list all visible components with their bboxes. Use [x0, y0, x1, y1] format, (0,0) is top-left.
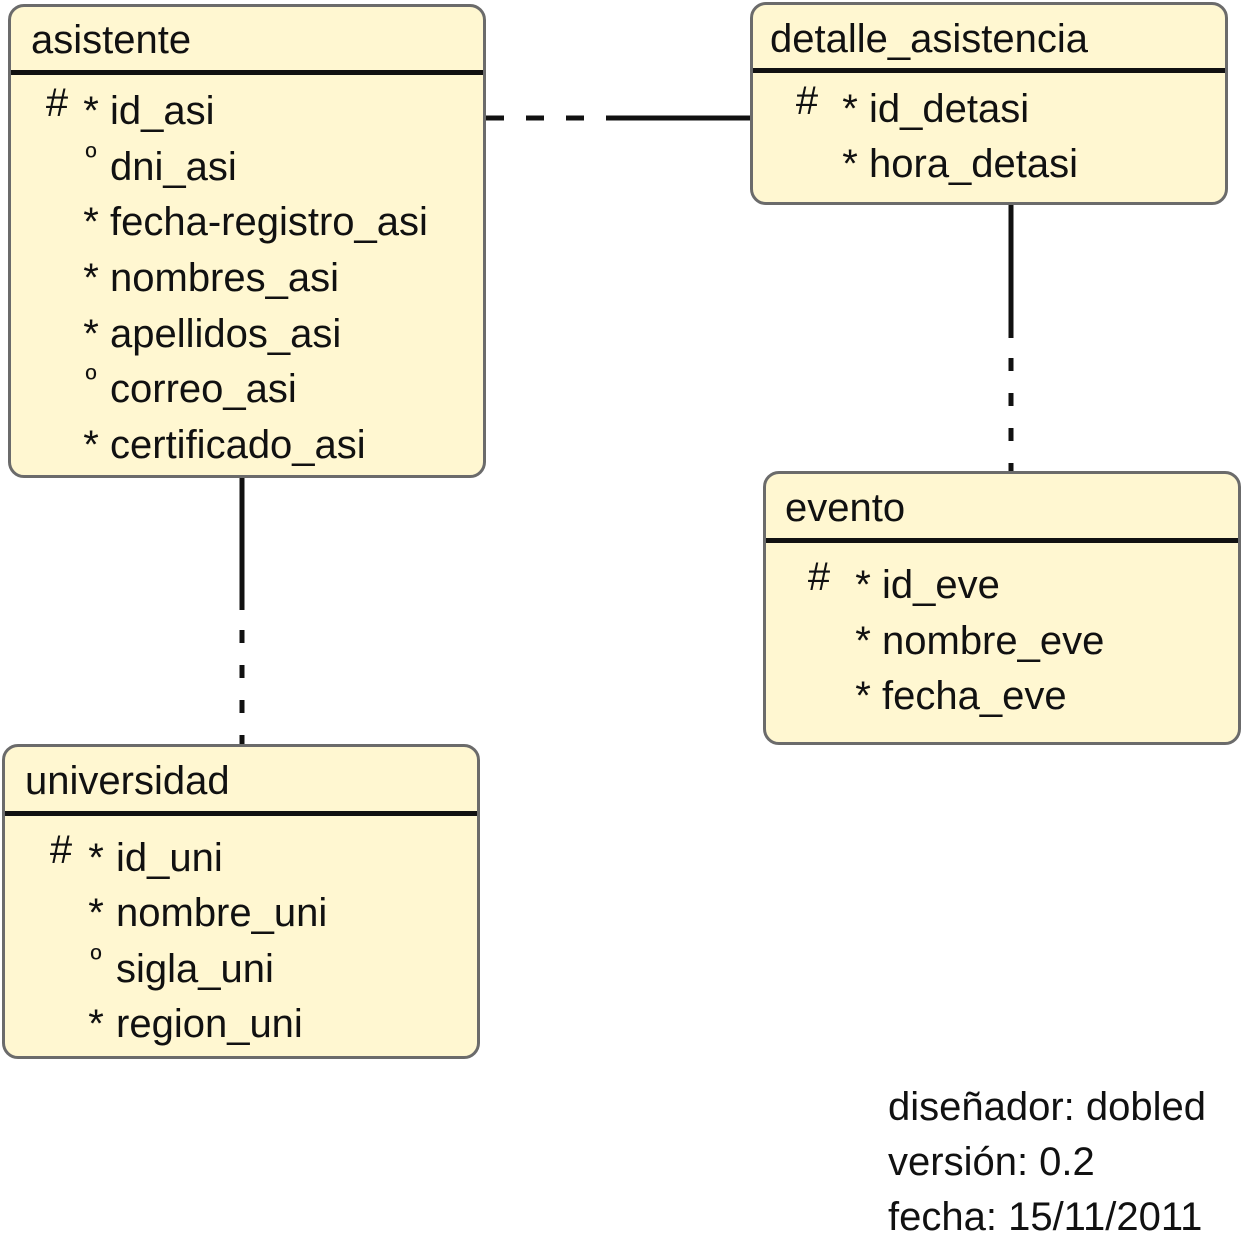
entity-universidad[interactable]: universidad # * id_uni * nombre_uni º si… — [2, 744, 480, 1059]
attribute-name: id_detasi — [869, 87, 1030, 131]
attribute-name: nombre_uni — [116, 891, 328, 935]
primary-key-marker: # — [795, 79, 819, 123]
attribute-name: nombre_eve — [882, 619, 1105, 663]
mandatory-marker: * — [83, 423, 99, 467]
primary-key-marker: # — [807, 555, 831, 599]
mandatory-marker: * — [842, 142, 858, 186]
attribute-name: id_asi — [110, 89, 215, 133]
optional-marker: º — [85, 363, 97, 396]
entity-header: universidad — [5, 747, 477, 816]
attribute-name: correo_asi — [110, 367, 297, 411]
attribute-name: nombres_asi — [110, 256, 340, 300]
mandatory-marker: * — [88, 1002, 104, 1046]
entity-header: asistente — [11, 7, 483, 75]
attribute-name: apellidos_asi — [110, 312, 342, 356]
mandatory-marker: * — [83, 89, 99, 133]
entity-asistente[interactable]: asistente # * id_asi º dni_asi * fecha-r… — [8, 4, 486, 478]
attribute-name: hora_detasi — [869, 142, 1079, 186]
attribute-name: region_uni — [116, 1002, 303, 1046]
mandatory-marker: * — [88, 836, 104, 880]
mandatory-marker: * — [855, 619, 871, 663]
attribute-name: fecha_eve — [882, 674, 1067, 718]
entity-title: asistente — [31, 18, 192, 62]
mandatory-marker: * — [83, 312, 99, 356]
entity-header: detalle_asistencia — [753, 5, 1225, 73]
attribute-name: certificado_asi — [110, 423, 366, 467]
attribute-name: sigla_uni — [116, 947, 274, 991]
mandatory-marker: * — [83, 200, 99, 244]
date-label: fecha: 15/11/2011 — [888, 1195, 1203, 1239]
entity-title: detalle_asistencia — [770, 17, 1088, 61]
optional-marker: º — [90, 943, 102, 976]
optional-marker: º — [85, 141, 97, 174]
entity-detalle-asistencia[interactable]: detalle_asistencia # * id_detasi * hora_… — [750, 2, 1228, 205]
diagram-info: diseñador: dobled versión: 0.2 fecha: 15… — [888, 1080, 1206, 1245]
mandatory-marker: * — [855, 563, 871, 607]
primary-key-marker: # — [45, 81, 69, 125]
mandatory-marker: * — [855, 674, 871, 718]
designer-label: diseñador: dobled — [888, 1085, 1207, 1129]
attribute-name: dni_asi — [110, 145, 237, 189]
entity-evento[interactable]: evento # * id_eve * nombre_eve * fecha_e… — [763, 471, 1241, 745]
mandatory-marker: * — [83, 256, 99, 300]
mandatory-marker: * — [842, 87, 858, 131]
primary-key-marker: # — [49, 828, 73, 872]
entity-title: evento — [785, 486, 906, 530]
attribute-name: id_uni — [116, 836, 223, 880]
entity-header: evento — [766, 474, 1238, 543]
version-label: versión: 0.2 — [888, 1140, 1095, 1184]
entity-title: universidad — [25, 759, 230, 803]
attribute-name: fecha-registro_asi — [110, 200, 428, 244]
attribute-name: id_eve — [882, 563, 1000, 607]
mandatory-marker: * — [88, 891, 104, 935]
